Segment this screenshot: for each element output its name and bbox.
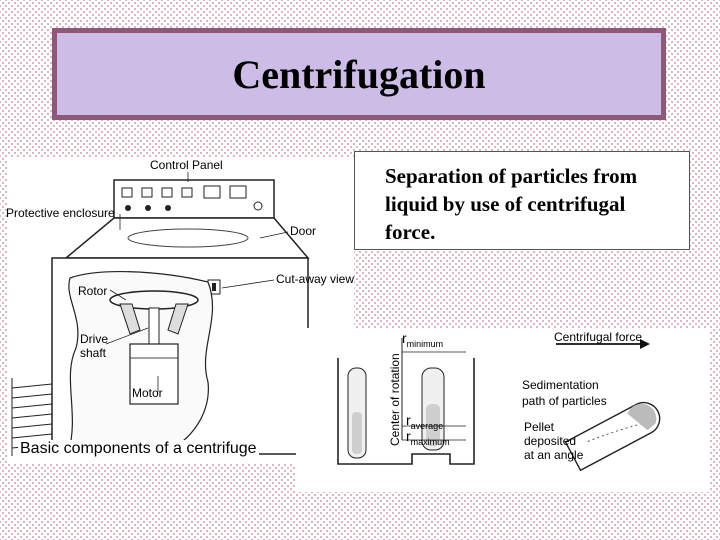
- label-rotor: Rotor: [78, 284, 108, 298]
- label-r-minimum: rminimum: [402, 330, 443, 349]
- rotor-detail-panel: Center of rotation rminimum raverage rma…: [296, 328, 710, 492]
- page-title: Centrifugation: [232, 51, 486, 97]
- r-min-sub: minimum: [406, 338, 444, 349]
- diagram-caption: Basic components of a centrifuge: [18, 440, 259, 458]
- label-drive-shaft-2: shaft: [80, 346, 107, 360]
- label-pellet-2: deposited: [524, 434, 577, 448]
- centrifuge-drawing: [11, 172, 310, 456]
- label-center-of-rotation: Center of rotation: [388, 353, 402, 446]
- label-motor: Motor: [132, 386, 163, 400]
- title-banner: Centrifugation: [52, 28, 666, 120]
- label-pellet-1: Pellet: [524, 420, 555, 434]
- description-text: Separation of particles from liquid by u…: [385, 164, 638, 244]
- label-r-average: raverage: [406, 412, 443, 431]
- rotor-detail-drawing: [337, 338, 661, 472]
- r-symbol-max: r: [406, 428, 411, 444]
- label-cutaway-view: Cut-away view: [276, 272, 355, 286]
- description-box: Separation of particles from liquid by u…: [354, 151, 690, 250]
- label-protective-enclosure: Protective enclosure: [6, 206, 115, 220]
- label-sedimentation-2: path of particles: [522, 394, 607, 408]
- r-symbol-min: r: [402, 330, 407, 346]
- label-centrifugal-force: Centrifugal force: [554, 330, 643, 344]
- label-control-panel: Control Panel: [150, 158, 223, 172]
- label-drive-shaft-1: Drive: [80, 332, 109, 346]
- r-max-sub: maximum: [410, 436, 450, 447]
- label-door: Door: [290, 224, 317, 238]
- r-symbol-avg: r: [406, 412, 411, 428]
- label-pellet-3: at an angle: [524, 448, 584, 462]
- centrifuge-diagram-panel: Control Panel Protective enclosure Door …: [6, 158, 355, 464]
- label-sedimentation-1: Sedimentation: [522, 378, 599, 392]
- label-r-maximum: rmaximum: [406, 428, 450, 447]
- r-avg-sub: average: [410, 420, 444, 431]
